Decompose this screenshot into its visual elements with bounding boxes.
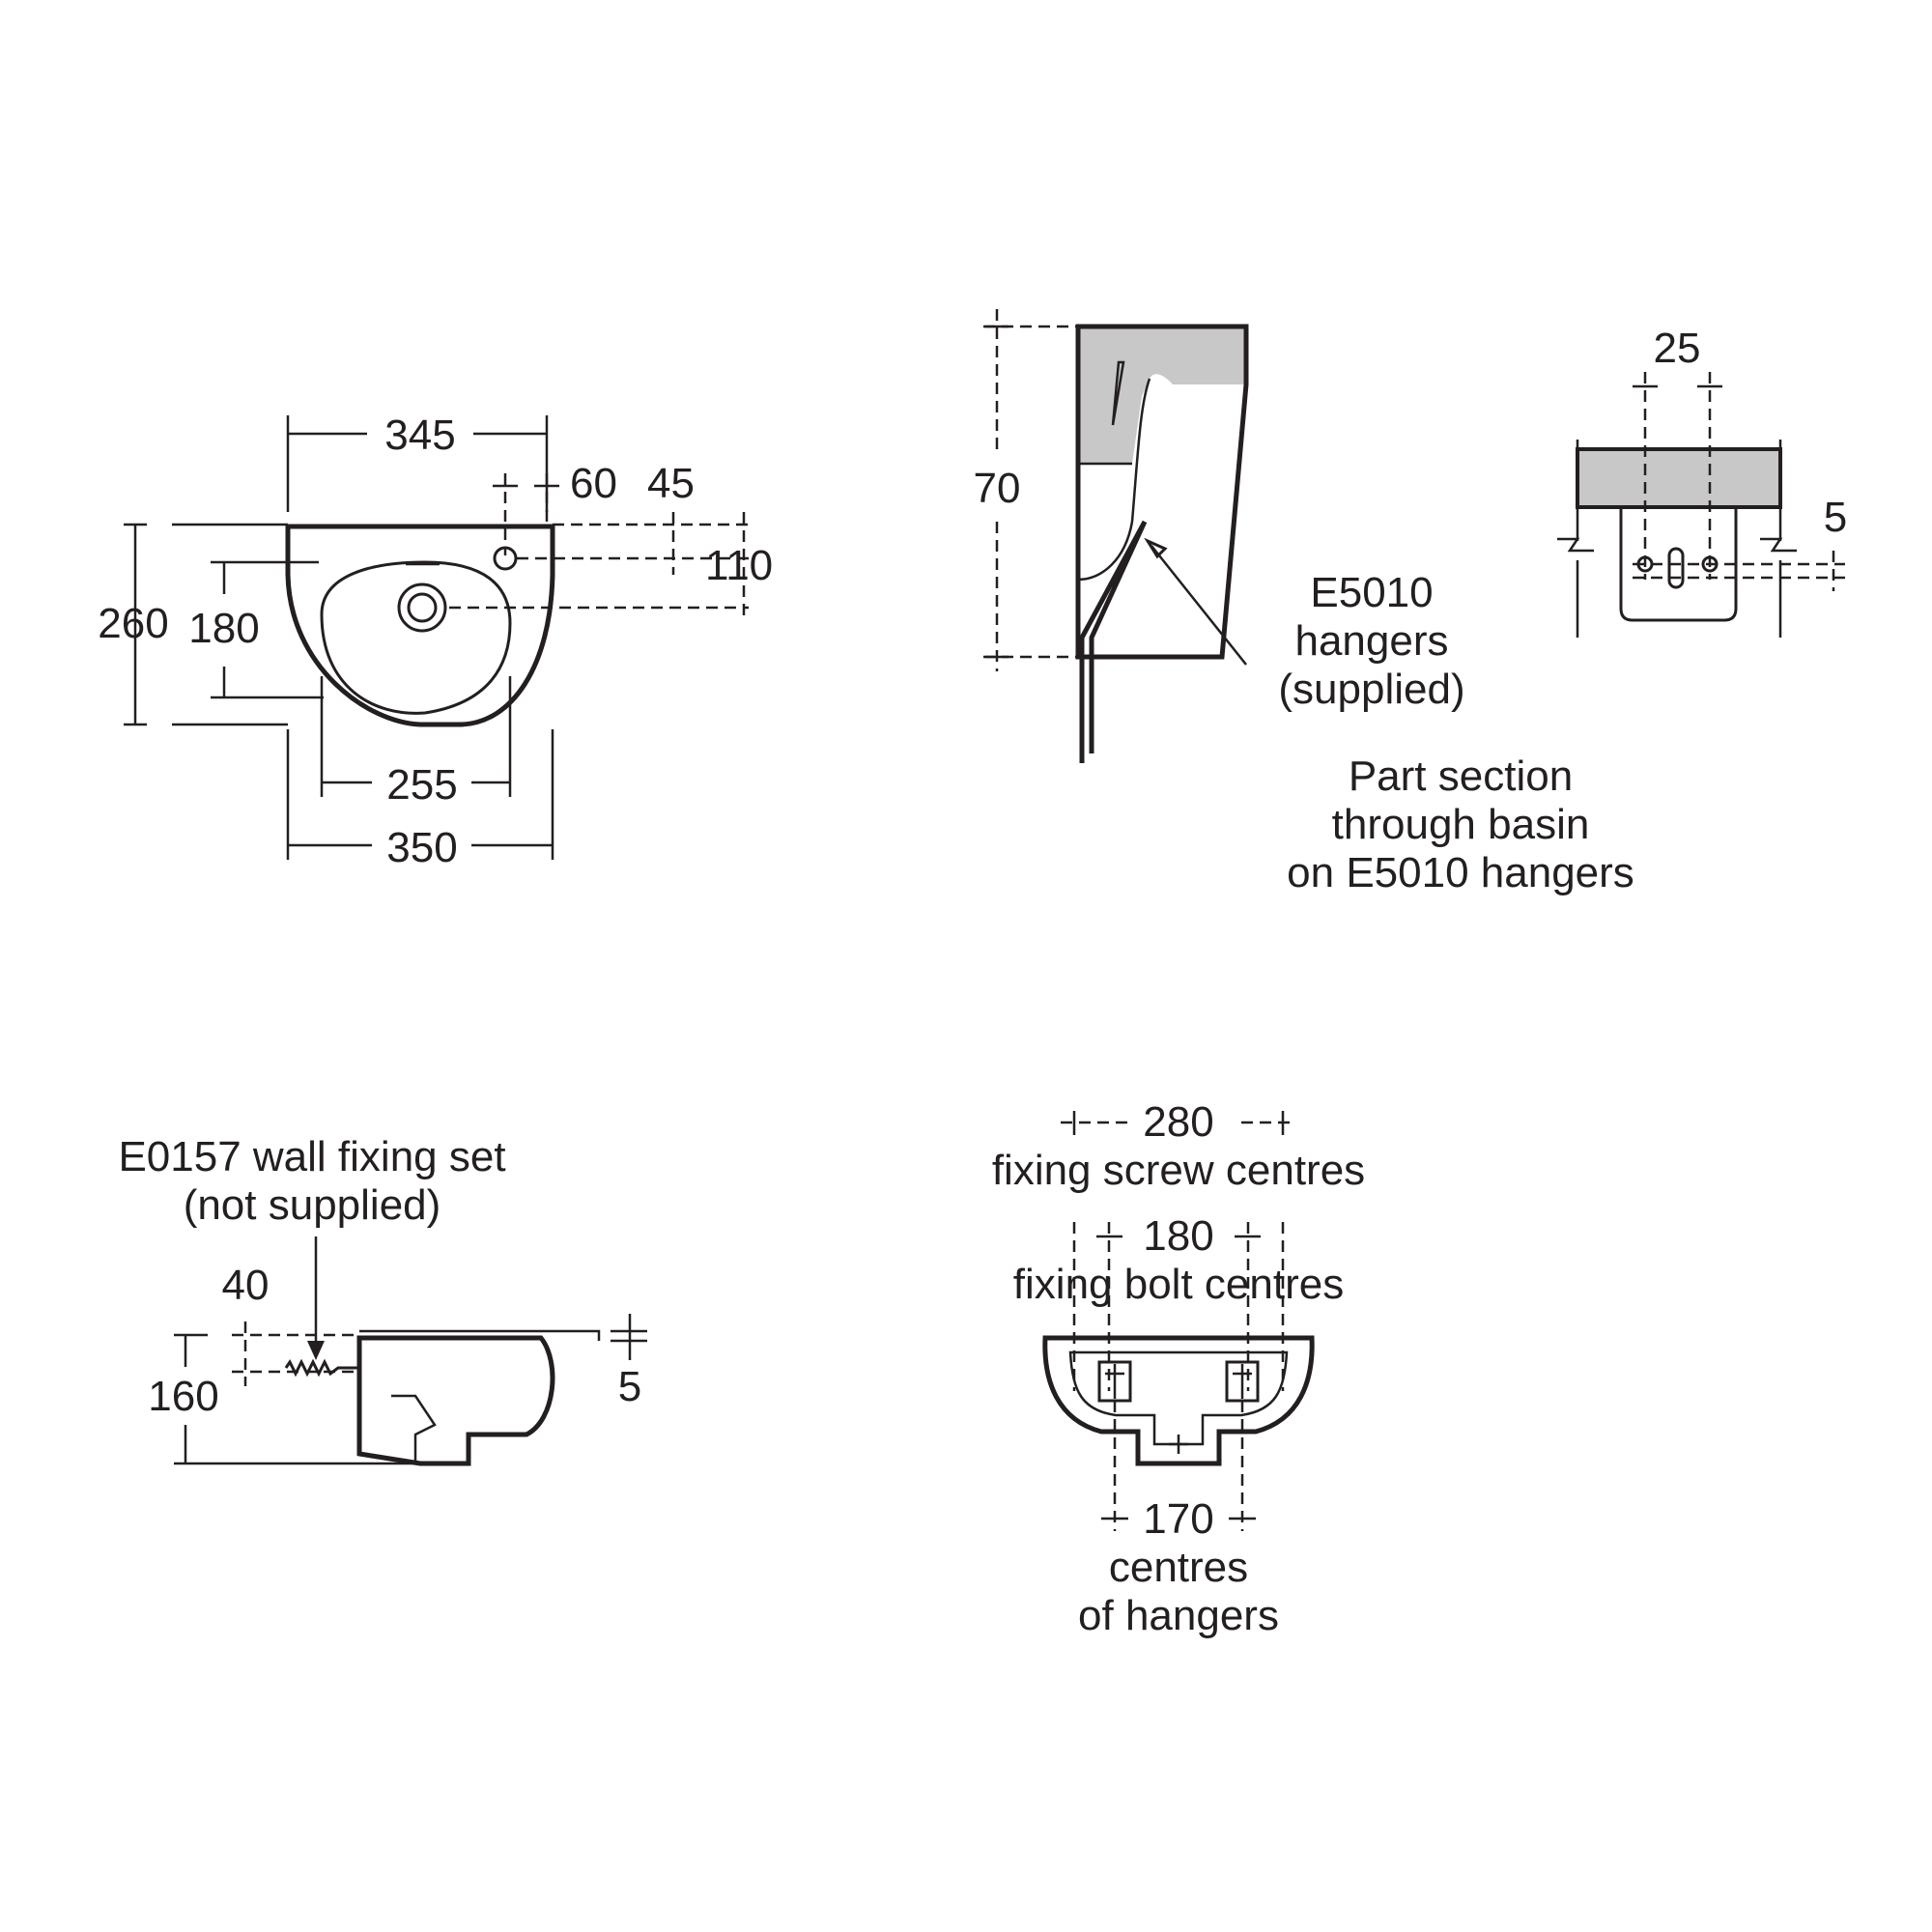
rear-view: 280 fixing screw centres 180 fixing bolt…: [992, 1098, 1365, 1639]
hanger-bar: [1576, 447, 1782, 509]
dim-40: 40: [222, 1262, 270, 1309]
bowl-outline: [320, 560, 512, 715]
waste-inner: [407, 592, 438, 623]
rear-basin-outline: [1042, 1335, 1315, 1466]
hanger-slot: [1667, 547, 1685, 589]
section-caption-1: Part section: [1349, 753, 1573, 800]
section-fill: [1078, 327, 1246, 464]
waste-outer: [397, 582, 447, 633]
dim-180: 180: [188, 605, 259, 652]
bolt-centres-value: 180: [1143, 1212, 1213, 1260]
hanger-label-1: E5010: [1310, 569, 1433, 616]
section-outline: [1075, 324, 1249, 660]
dim-345: 345: [384, 412, 455, 459]
dim-160: 160: [148, 1373, 218, 1420]
dim-350: 350: [386, 824, 457, 871]
hanger-detail: 25 5: [1557, 325, 1847, 638]
screw-centres-value: 280: [1143, 1098, 1213, 1146]
dim-110: 110: [705, 542, 773, 589]
dim-5-side: 5: [618, 1363, 641, 1410]
section-caption-2: through basin: [1332, 801, 1590, 848]
plan-view: 345 60 45 110 260 180 255 350: [98, 412, 773, 871]
dim-260: 260: [98, 600, 168, 647]
section-caption-3: on E5010 hangers: [1287, 849, 1634, 896]
hanger-leader: [1151, 545, 1247, 666]
hanger-label-2: hangers: [1294, 617, 1448, 665]
inner-profile: [1077, 378, 1151, 582]
hanger-centres-value: 170: [1143, 1495, 1213, 1543]
side-inner-profile: [391, 1394, 437, 1463]
dim-45: 45: [647, 460, 695, 507]
hanger-plate: [1619, 507, 1738, 622]
dim-70: 70: [974, 465, 1021, 512]
overflow-slit: [1111, 360, 1125, 426]
side-view: E0157 wall fixing set (not supplied) 40 …: [118, 1133, 647, 1466]
basin-outline: [285, 524, 555, 727]
bolt-centres-text: fixing bolt centres: [1013, 1261, 1344, 1308]
hanger-label-3: (supplied): [1278, 666, 1464, 713]
dim-5-detail: 5: [1824, 494, 1847, 541]
dim-25: 25: [1654, 325, 1701, 372]
screw-centres-text: fixing screw centres: [992, 1147, 1365, 1194]
dim-60: 60: [570, 460, 617, 507]
fixing-label-1: E0157 wall fixing set: [118, 1133, 505, 1180]
hanger-centres-line1: centres: [1109, 1544, 1248, 1591]
dim-255: 255: [386, 761, 457, 809]
hanger-bracket: [1079, 520, 1148, 763]
fixing-label-2: (not supplied): [184, 1181, 441, 1229]
section-view: 70 E5010 hangers (supplied) Part section…: [974, 309, 1634, 896]
rear-inner-outline: [1068, 1350, 1289, 1446]
side-basin-outline: [356, 1335, 555, 1466]
hanger-centres-line2: of hangers: [1078, 1592, 1279, 1639]
side-basin-rim: [359, 1329, 601, 1341]
